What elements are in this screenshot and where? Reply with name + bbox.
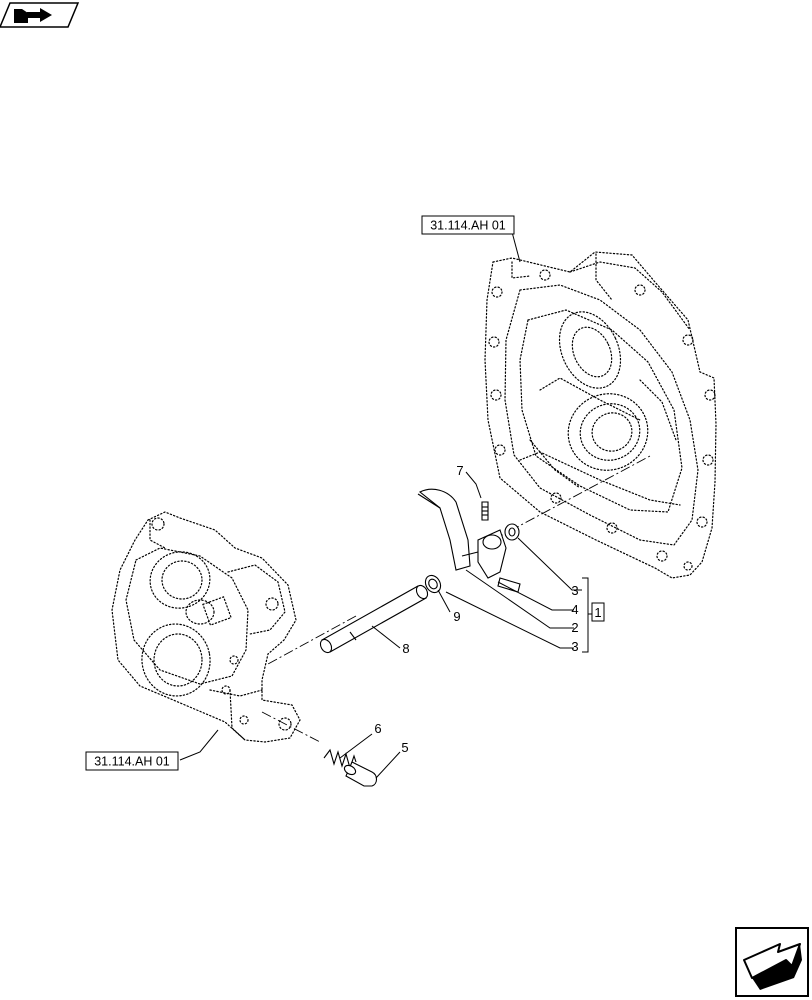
centerline-fork-bore: [477, 455, 651, 549]
group-box: [591, 602, 605, 622]
detent-plunger: [343, 761, 378, 787]
callout-4: 4: [571, 602, 578, 617]
upper-housing: [484, 251, 717, 579]
callout-6: 6: [374, 721, 381, 736]
bushing: [504, 523, 520, 541]
shift-rod: [319, 584, 429, 654]
upper-reference-box[interactable]: [421, 215, 515, 235]
callout-2: 2: [571, 620, 578, 635]
callout-5: 5: [401, 740, 408, 755]
book-arrow-icon[interactable]: [0, 2, 80, 28]
centerline-shaft: [267, 615, 357, 665]
set-screw: [481, 501, 489, 521]
lower-reference-box[interactable]: [85, 751, 179, 771]
callout-3-upper: 3: [571, 583, 578, 598]
centerline-detent: [261, 711, 321, 743]
upper-reference-label: 31.114.AH 01: [430, 219, 506, 233]
detent-spring: [323, 748, 357, 770]
snap-ring: [424, 574, 442, 594]
callout-3-lower: 3: [571, 639, 578, 654]
callout-8: 8: [402, 641, 409, 656]
group-bracket: [582, 577, 589, 653]
shift-fork: [417, 488, 521, 593]
next-page-arrow-icon[interactable]: [735, 927, 809, 997]
callout-group-1: 1: [594, 605, 601, 620]
lower-reference-label: 31.114.AH 01: [94, 755, 170, 769]
callout-9: 9: [453, 609, 460, 624]
callout-7: 7: [456, 463, 463, 478]
lower-housing: [111, 511, 301, 743]
